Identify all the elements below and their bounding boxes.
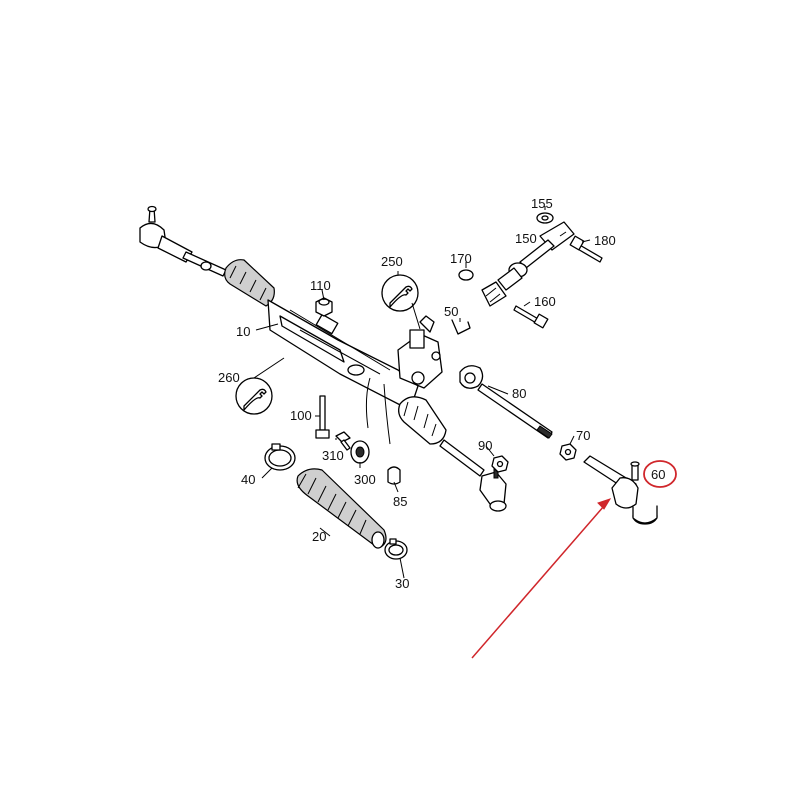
label-70: 70 [576,428,590,443]
highlight-callout [471,460,677,659]
part-170-washer [458,269,474,281]
intermediate-steering-shaft [481,221,575,307]
left-rack-boot [224,259,275,307]
part-155-washer [536,212,554,224]
label-40: 40 [241,472,255,487]
part-100-bolt [315,395,330,439]
part-70-nut [559,443,577,461]
part-80-inner-tie-rod [459,365,553,439]
part-90-nut [491,455,509,473]
label-10: 10 [236,324,250,339]
label-100: 100 [290,408,312,423]
part-300-bushing [350,440,370,464]
rack-housing [267,299,419,411]
wrench-icon [235,377,273,415]
part-labels: 10 20 30 40 50 60 70 80 85 90 100 110 15… [218,196,665,591]
label-180: 180 [594,233,616,248]
part-40-clamp [264,443,296,471]
part-180-bolt [569,235,603,263]
label-300: 300 [354,472,376,487]
right-rack-boot [398,396,447,445]
label-85: 85 [393,494,407,509]
label-90: 90 [478,438,492,453]
wrench-icon [381,274,419,312]
part-85-cap [387,466,401,485]
label-80: 80 [512,386,526,401]
pinion-valve-housing [397,315,443,389]
label-155: 155 [531,196,553,211]
leader-lines [253,206,591,579]
label-50: 50 [444,304,458,319]
right-tie-rod-end-on-assembly [439,439,507,512]
label-170: 170 [450,251,472,266]
left-tie-rod-end [139,205,193,263]
highlight-circle [643,460,677,488]
label-250: 250 [381,254,403,269]
highlight-arrow-line [471,505,605,659]
steering-rack-assembly [139,205,507,512]
label-260: 260 [218,370,240,385]
label-310: 310 [322,448,344,463]
part-310-bolt [335,431,351,451]
label-150: 150 [515,231,537,246]
part-50-clip [451,319,471,335]
label-20: 20 [312,529,326,544]
part-60-outer-tie-rod-end [583,455,658,525]
highlight-arrowhead [597,498,612,510]
part-30-clamp [384,538,408,560]
part-20-bellows-boot [296,468,387,549]
part-110-nut [315,297,333,317]
label-60: 60 [651,467,665,482]
label-110: 110 [310,278,331,293]
pressure-lines [365,377,391,445]
label-30: 30 [395,576,409,591]
label-160: 160 [534,294,556,309]
part-160-bolt [513,305,549,329]
